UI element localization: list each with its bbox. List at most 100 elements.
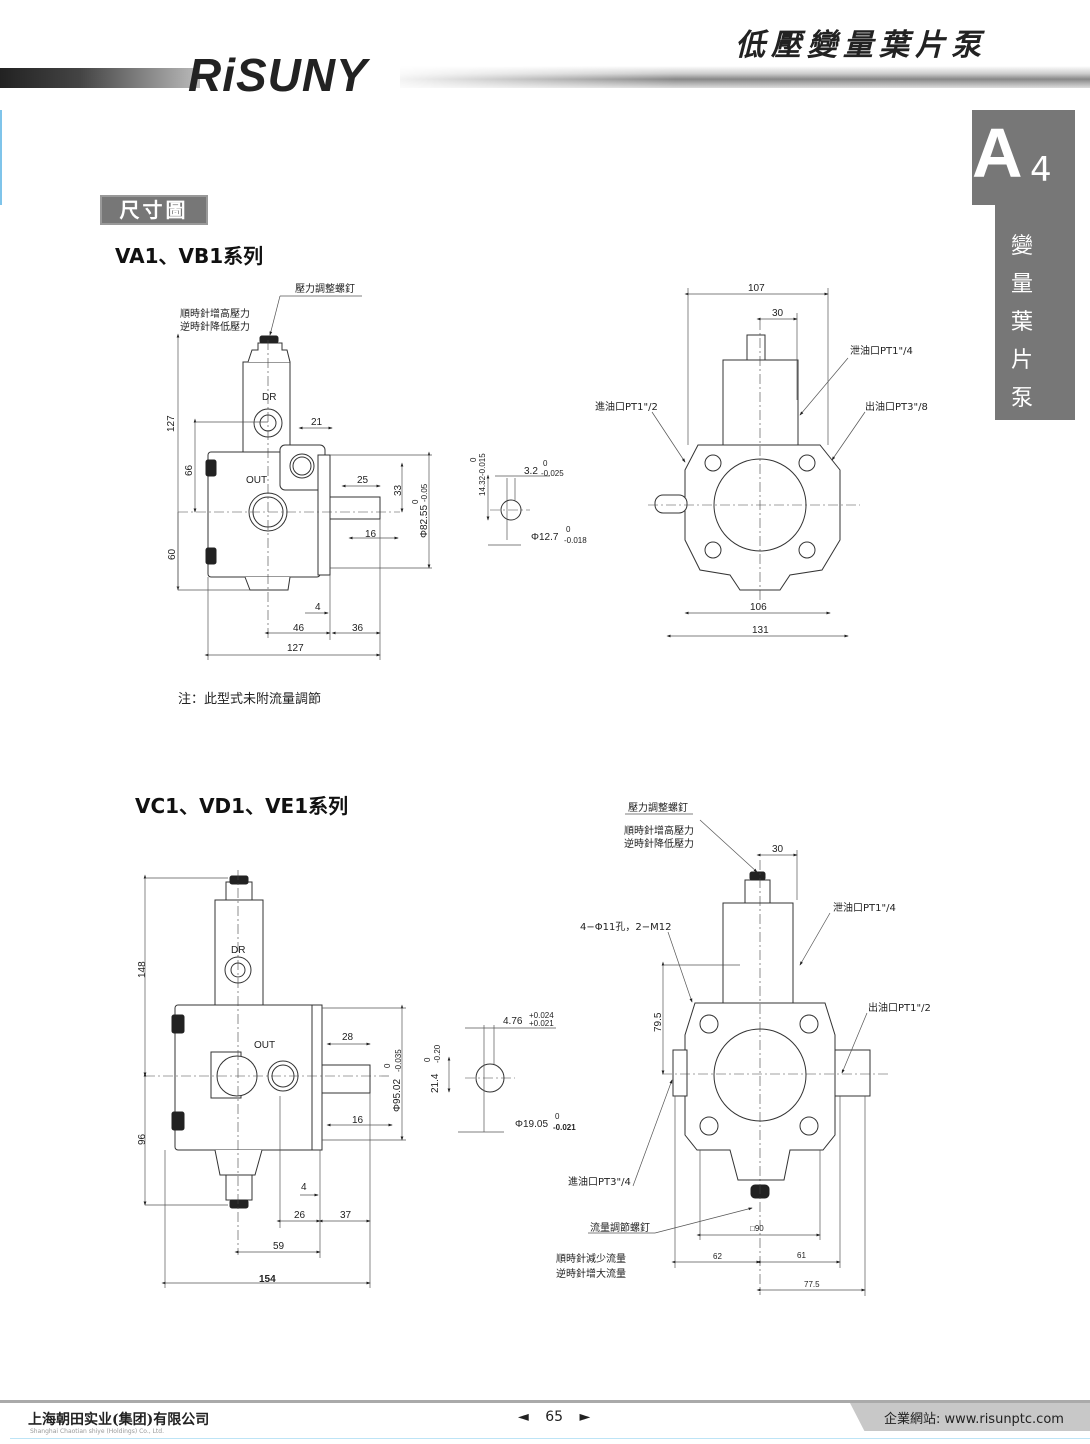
tol: 0 (555, 1112, 560, 1121)
label-inlet: 進油口PT1"/2 (595, 400, 658, 413)
dim: 154 (259, 1274, 276, 1285)
dim: 107 (748, 283, 765, 294)
dim: 46 (293, 623, 305, 634)
dim: 30 (772, 844, 784, 855)
vc1-shaft-detail: 21.4 0 -0.20 4.76 +0.024 +0.021 Φ19.05 0… (423, 1011, 576, 1133)
series1-title: VA1、VB1系列 (115, 244, 264, 268)
dim: 4.76 (503, 1016, 523, 1027)
side-tab (995, 110, 1075, 420)
dim: 26 (294, 1210, 306, 1221)
label-drain: 泄油口PT1"/4 (850, 344, 913, 357)
footer-bottom-line (10, 1438, 1090, 1439)
label-outlet: 出油口PT3"/8 (865, 400, 928, 413)
tol: 0 (469, 457, 478, 462)
label-cw: 順時針增高壓力 (624, 824, 694, 837)
tol: -0.20 (433, 1044, 442, 1063)
label-dr: DR (231, 945, 245, 956)
dim: Φ95.02 (392, 1079, 403, 1112)
dim: 14.32 (478, 475, 487, 496)
header-bar-fade (400, 66, 1090, 88)
next-page-arrow-icon[interactable]: ► (579, 1409, 591, 1425)
vc1-side-view: DR OUT 148 96 28 Φ95.02 0 -0.035 16 4 26… (137, 870, 406, 1288)
tab-char: 泵 (1010, 386, 1033, 411)
website-banner (850, 1403, 1090, 1431)
label-out: OUT (246, 475, 267, 486)
label-flow-screw: 流量調節螺釘 (590, 1221, 650, 1234)
series2-title: VC1、VD1、VE1系列 (135, 794, 349, 818)
label-out: OUT (254, 1040, 275, 1051)
label-outlet: 出油口PT1"/2 (868, 1001, 931, 1014)
va1-front-view: 107 30 泄油口PT1"/4 進油口PT1"/2 出油口PT3"/8 106… (595, 283, 928, 638)
dim: 25 (357, 475, 369, 486)
tab-number: 4 (1030, 150, 1052, 190)
dim: 77.5 (804, 1280, 820, 1289)
tab-char: 葉 (1010, 310, 1033, 335)
dim: Φ12.7 (531, 532, 559, 543)
dim: 30 (772, 308, 784, 319)
tol: +0.024 (529, 1011, 554, 1020)
label-screw: 壓力調整螺釘 (628, 801, 688, 814)
tol: 0 (423, 1057, 432, 1062)
label-holes: 4−Φ11孔，2−M12 (580, 921, 671, 933)
dim: 3.2 (524, 466, 538, 477)
tab-char: 變 (1010, 234, 1033, 259)
dim: 79.5 (653, 1012, 664, 1032)
dim: 4 (315, 602, 321, 613)
dim: 148 (137, 961, 148, 978)
dim: 21.4 (430, 1073, 441, 1093)
dim: Φ19.05 (515, 1119, 548, 1130)
tol: 0 (383, 1063, 392, 1068)
tol: -0.021 (553, 1123, 576, 1132)
vc1-front-view: 壓力調整螺釘 順時針增高壓力 逆時針降低壓力 30 泄油口PT1"/4 4−Φ1… (556, 801, 931, 1296)
dim: 4 (301, 1182, 307, 1193)
va1-side-view: 壓力調整螺釘 順時針增高壓力 逆時針降低壓力 DR OUT 127 66 60 … (166, 282, 432, 660)
dim: Φ82.55 (419, 505, 430, 538)
dim: 21 (311, 417, 323, 428)
dim: □90 (750, 1224, 764, 1233)
edge-accent (0, 110, 2, 205)
dim: 106 (750, 602, 767, 613)
dim: 61 (797, 1251, 806, 1260)
dim: 127 (166, 415, 177, 432)
label-cw: 順時針增高壓力 (180, 307, 250, 320)
website-link[interactable]: 企業網站: www.risunptc.com (884, 1412, 1064, 1427)
page-navigation: ◄ 65 ► (518, 1409, 590, 1425)
dim: 62 (713, 1252, 722, 1261)
page-number: 65 (545, 1409, 564, 1425)
dim: 28 (342, 1032, 354, 1043)
dim: 131 (752, 625, 769, 636)
dim: 33 (393, 484, 404, 496)
brand-logo: RiSUNY (188, 49, 368, 101)
dim: 59 (273, 1241, 285, 1252)
tol: -0.05 (420, 483, 429, 502)
label-drain: 泄油口PT1"/4 (833, 901, 896, 914)
tab-letter: A (972, 114, 1023, 192)
prev-page-arrow-icon[interactable]: ◄ (518, 1409, 529, 1425)
company-name: 上海朝田实业(集团)有限公司 (28, 1412, 210, 1428)
header-bar-left (0, 68, 200, 88)
dim: 16 (352, 1115, 364, 1126)
dim: 36 (352, 623, 364, 634)
label-flow-ccw: 逆時針增大流量 (556, 1267, 626, 1280)
label-ccw: 逆時針降低壓力 (180, 320, 250, 333)
footer-divider (0, 1400, 1090, 1403)
document-title: 低壓變量葉片泵 (735, 28, 987, 63)
series1-note: 注：此型式未附流量調節 (178, 692, 322, 707)
tol: 0 (543, 459, 548, 468)
va1-shaft-detail: 14.32 0 -0.015 3.2 0 -0.025 Φ12.7 0 -0.0… (469, 453, 587, 546)
label-ccw: 逆時針降低壓力 (624, 837, 694, 850)
tol: -0.015 (478, 453, 487, 476)
dim: 60 (167, 548, 178, 560)
dim: 16 (365, 529, 377, 540)
tol: 0 (566, 525, 571, 534)
tol: +0.021 (529, 1019, 554, 1028)
label-flow-cw: 順時針減少流量 (556, 1252, 626, 1265)
dim: 37 (340, 1210, 352, 1221)
label-dr: DR (262, 392, 276, 403)
label-screw: 壓力調整螺釘 (295, 282, 355, 295)
dim: 66 (184, 464, 195, 476)
dim: 96 (137, 1133, 148, 1145)
tol: -0.025 (541, 469, 564, 478)
